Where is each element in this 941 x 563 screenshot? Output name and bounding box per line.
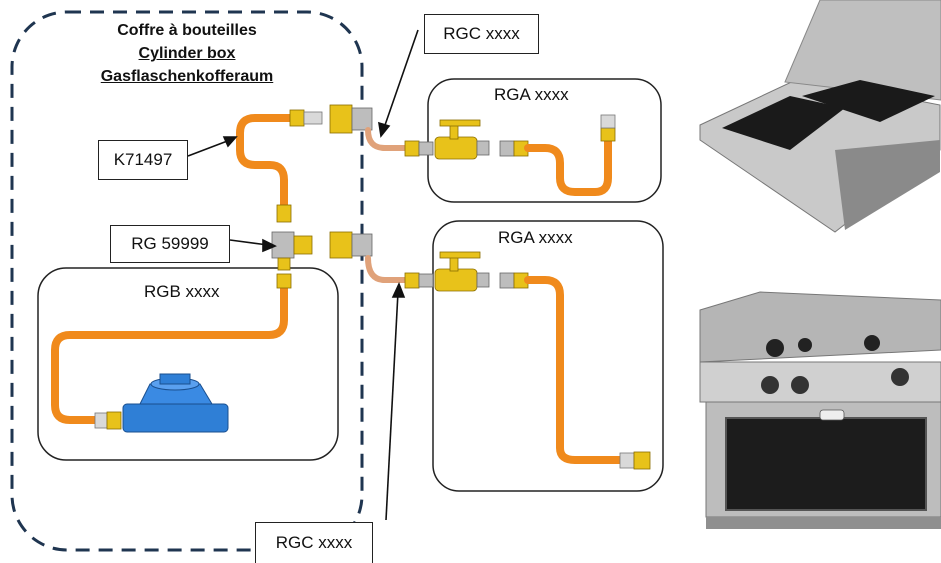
ball-valve-top-icon (434, 119, 490, 160)
rgc-copper-pipe-bottom (365, 255, 408, 283)
title-en: Cylinder box (138, 45, 236, 62)
cylinder-valve-top (329, 104, 353, 134)
rgc-copper-pipe-top (365, 127, 413, 151)
fitting (418, 141, 434, 156)
fitting (499, 140, 515, 157)
fitting (276, 204, 292, 223)
label-rga-top: RGA xxxx (494, 85, 569, 104)
cylinder-box-outline (10, 10, 364, 552)
k71497-hose (236, 114, 294, 212)
rga-top-box (427, 78, 662, 203)
title-fr: Coffre à bouteilles (117, 22, 257, 39)
label-k71497: K71497 (98, 140, 188, 180)
fitting (499, 272, 515, 289)
cylinder-valve-bottom-thread (351, 233, 373, 257)
rga-bottom-box (432, 220, 664, 492)
cooktop-photo (699, 0, 941, 233)
fitting (289, 109, 305, 127)
fitting (619, 452, 635, 469)
fitting (418, 273, 434, 288)
stove-oven-photo (699, 291, 941, 529)
label-rgc-bottom: RGC xxxx (255, 522, 373, 563)
fitting (94, 412, 108, 429)
fitting (404, 140, 420, 157)
fitting (276, 273, 292, 289)
label-rg59999: RG 59999 (110, 225, 230, 263)
fitting (633, 451, 651, 470)
cylinder-box-title: Coffre à bouteilles Cylinder box Gasflas… (67, 19, 307, 88)
regulator-icon (122, 373, 229, 433)
tee-fitting (271, 231, 295, 259)
rgb-hose (51, 281, 288, 424)
label-rgc-top: RGC xxxx (424, 14, 539, 54)
label-rgb: RGB xxxx (144, 282, 220, 301)
label-rga-bottom: RGA xxxx (498, 228, 573, 247)
tee-fitting-yellow (293, 235, 313, 255)
rga-top-hose (524, 136, 612, 196)
rga-bottom-hose (524, 276, 624, 464)
ball-valve-bottom-icon (434, 251, 490, 292)
title-de: Gasflaschenkofferaum (100, 68, 274, 85)
fitting (106, 411, 122, 430)
fitting (600, 127, 616, 142)
cylinder-valve-top-thread (351, 107, 373, 131)
callout-arrows (187, 29, 419, 521)
tee-fitting-bottom (277, 257, 291, 271)
cylinder-valve-bottom (329, 231, 353, 259)
rgb-box (37, 267, 339, 461)
fitting (404, 272, 420, 289)
fitting (600, 114, 616, 129)
fitting (303, 111, 323, 125)
